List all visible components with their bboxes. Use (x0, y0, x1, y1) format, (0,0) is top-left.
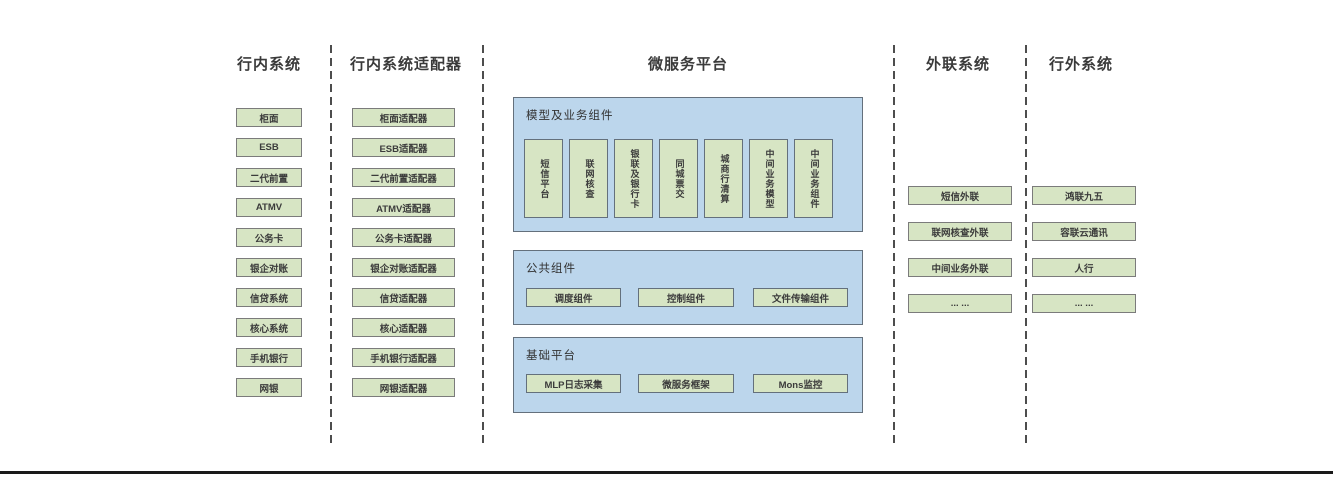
external-system-box: 容联云通讯 (1032, 222, 1136, 241)
column-title-external-link: 外联系统 (925, 56, 990, 73)
system-box: 银企对账 (236, 258, 302, 277)
vertical-component-box: 中间业务组件 (794, 139, 833, 218)
system-box: 核心系统 (236, 318, 302, 337)
panel-title: 模型及业务组件 (526, 110, 614, 122)
column-title-platform: 微服务平台 (647, 56, 728, 73)
system-box: 信贷系统 (236, 288, 302, 307)
bottom-rule (0, 471, 1333, 474)
component-box: 调度组件 (526, 288, 621, 307)
adapter-box: 核心适配器 (352, 318, 455, 337)
external-system-box: 鸿联九五 (1032, 186, 1136, 205)
column-title-outbank: 行外系统 (1048, 56, 1113, 73)
system-box: ATMV (236, 198, 302, 217)
component-box: MLP日志采集 (526, 374, 621, 393)
column-divider (1025, 45, 1027, 443)
external-link-box: 中间业务外联 (908, 258, 1012, 277)
system-box: 公务卡 (236, 228, 302, 247)
system-box: ESB (236, 138, 302, 157)
column-title-inbank: 行内系统 (236, 56, 301, 73)
component-box: Mons监控 (753, 374, 848, 393)
column-divider (482, 45, 484, 443)
vertical-component-box: 短信平台 (524, 139, 563, 218)
adapter-box: 网银适配器 (352, 378, 455, 397)
system-box: 柜面 (236, 108, 302, 127)
vertical-component-box: 银联及银行卡 (614, 139, 653, 218)
system-box: 二代前置 (236, 168, 302, 187)
column-divider (330, 45, 332, 443)
vertical-component-box: 同城票交 (659, 139, 698, 218)
panel-title: 基础平台 (526, 350, 576, 362)
adapter-box: 信贷适配器 (352, 288, 455, 307)
component-box: 控制组件 (638, 288, 734, 307)
vertical-component-box: 中间业务模型 (749, 139, 788, 218)
external-system-box: 人行 (1032, 258, 1136, 277)
external-link-box: ... ... (908, 294, 1012, 313)
adapter-box: 公务卡适配器 (352, 228, 455, 247)
external-link-box: 联网核查外联 (908, 222, 1012, 241)
adapter-box: 银企对账适配器 (352, 258, 455, 277)
adapter-box: ESB适配器 (352, 138, 455, 157)
panel-model-components: 模型及业务组件 短信平台 联网核查 银联及银行卡 同城票交 城商行清算 中间业务… (513, 97, 863, 232)
external-system-box: ... ... (1032, 294, 1136, 313)
system-box: 手机银行 (236, 348, 302, 367)
adapter-box: 柜面适配器 (352, 108, 455, 127)
adapter-box: ATMV适配器 (352, 198, 455, 217)
adapter-box: 手机银行适配器 (352, 348, 455, 367)
external-link-box: 短信外联 (908, 186, 1012, 205)
component-box: 文件传输组件 (753, 288, 848, 307)
vertical-component-box: 联网核查 (569, 139, 608, 218)
panel-base-platform: 基础平台 MLP日志采集 微服务框架 Mons监控 (513, 337, 863, 413)
panel-title: 公共组件 (526, 263, 576, 275)
vertical-component-box: 城商行清算 (704, 139, 743, 218)
adapter-box: 二代前置适配器 (352, 168, 455, 187)
column-title-adapters: 行内系统适配器 (349, 56, 462, 73)
column-divider (893, 45, 895, 443)
panel-common-components: 公共组件 调度组件 控制组件 文件传输组件 (513, 250, 863, 325)
component-box: 微服务框架 (638, 374, 734, 393)
system-box: 网银 (236, 378, 302, 397)
